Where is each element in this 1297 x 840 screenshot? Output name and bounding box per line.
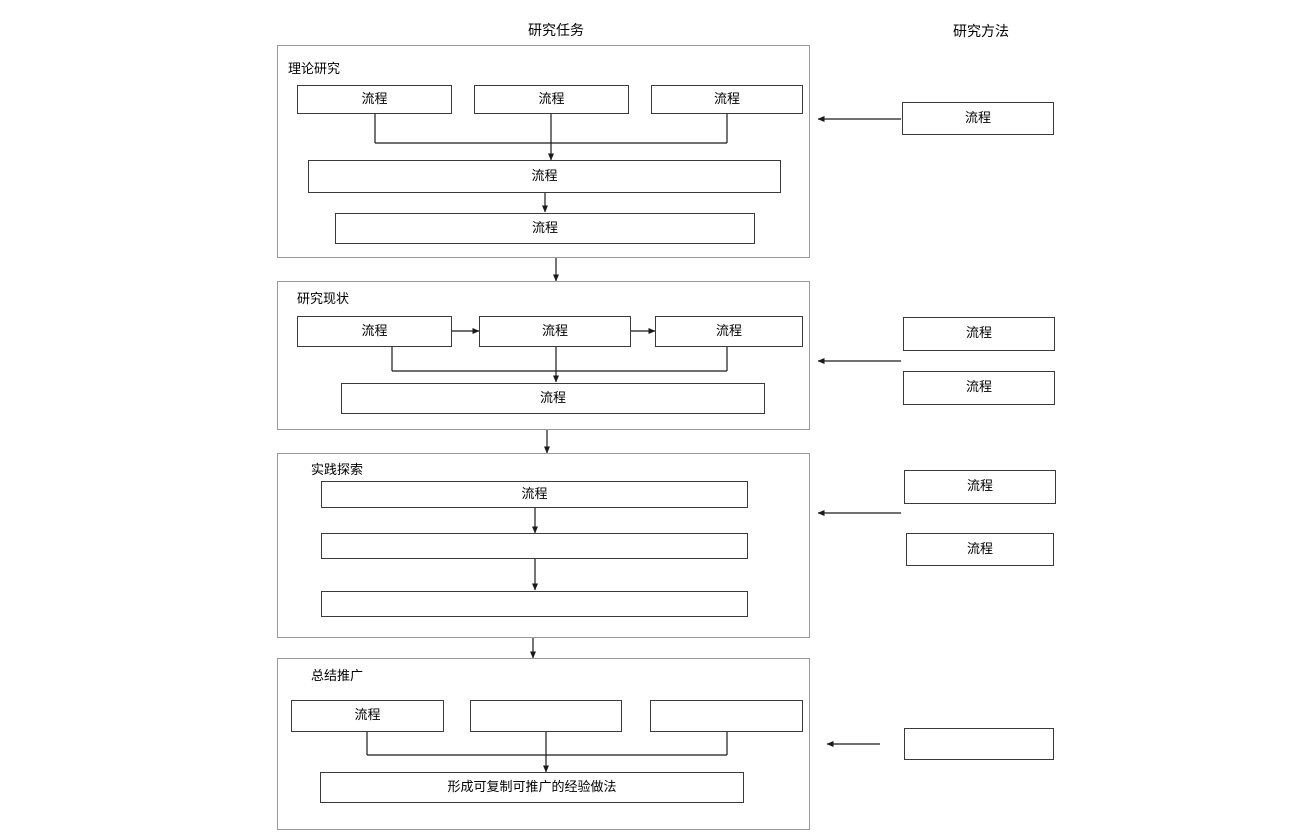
- stage-1-node-1[interactable]: 流程: [297, 85, 452, 114]
- stage-1-node-4[interactable]: 流程: [308, 160, 781, 193]
- stage-label-3: 实践探索: [311, 463, 364, 478]
- stage-label-4: 总结推广: [311, 669, 364, 684]
- stage-2-node-4[interactable]: 流程: [341, 383, 765, 414]
- column-title-tasks: 研究任务: [528, 23, 584, 39]
- stage-4-node-2[interactable]: [470, 700, 622, 732]
- stage-1-node-2[interactable]: 流程: [474, 85, 629, 114]
- stage-container-2: [277, 281, 810, 430]
- stage-4-node-4[interactable]: 形成可复制可推广的经验做法: [320, 772, 744, 803]
- stage-1-node-3[interactable]: 流程: [651, 85, 803, 114]
- method-node-4[interactable]: 流程: [904, 470, 1056, 504]
- method-node-5[interactable]: 流程: [906, 533, 1054, 566]
- stage-4-node-3[interactable]: [650, 700, 803, 732]
- stage-2-node-2[interactable]: 流程: [479, 316, 631, 347]
- stage-label-1: 理论研究: [288, 62, 341, 77]
- stage-3-node-2[interactable]: [321, 533, 748, 559]
- stage-2-node-3[interactable]: 流程: [655, 316, 803, 347]
- stage-3-node-3[interactable]: [321, 591, 748, 617]
- stage-1-node-5[interactable]: 流程: [335, 213, 755, 244]
- stage-4-node-1[interactable]: 流程: [291, 700, 444, 732]
- stage-2-node-1[interactable]: 流程: [297, 316, 452, 347]
- stage-container-3: [277, 453, 810, 638]
- method-node-1[interactable]: 流程: [902, 102, 1054, 135]
- column-title-methods: 研究方法: [953, 24, 1009, 40]
- stage-3-node-1[interactable]: 流程: [321, 481, 748, 508]
- method-node-6[interactable]: [904, 728, 1054, 760]
- stage-container-4: [277, 658, 810, 830]
- method-node-3[interactable]: 流程: [903, 371, 1055, 405]
- stage-label-2: 研究现状: [297, 292, 350, 307]
- stage-container-1: [277, 45, 810, 258]
- method-node-2[interactable]: 流程: [903, 317, 1055, 351]
